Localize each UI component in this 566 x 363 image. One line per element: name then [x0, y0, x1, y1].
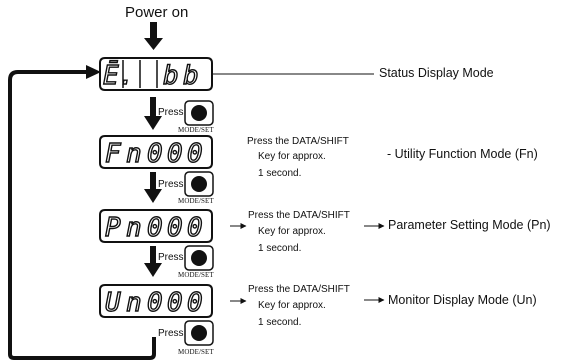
status-display-panel: [99, 57, 213, 91]
utility-display-panel: [99, 135, 213, 169]
press-label-1: Press: [158, 107, 184, 118]
mode-set-key-1[interactable]: [184, 100, 214, 126]
power-on-label: Power on: [125, 4, 189, 21]
utility-note-line-2: Key for approx.: [258, 151, 326, 162]
utility-digit-2: n: [126, 139, 142, 169]
mode-set-key-2[interactable]: [184, 171, 214, 197]
utility-digit-1: F: [105, 139, 122, 169]
mode-set-key-3[interactable]: [184, 245, 214, 271]
press-label-4: Press: [158, 328, 184, 339]
utility-note-line-1: Press the DATA/SHIFT: [247, 136, 349, 147]
mode-set-label-2: MODE/SET: [178, 197, 214, 205]
parameter-note-line-3: 1 second.: [258, 243, 302, 254]
parameter-digit-2: n: [126, 213, 142, 243]
utility-mode-label: - Utility Function Mode (Fn): [387, 147, 538, 161]
utility-note-line-3: 1 second.: [258, 168, 302, 179]
return-loop-line: [8, 70, 156, 360]
parameter-digit-1: P: [105, 213, 121, 243]
mode-set-label-3: MODE/SET: [178, 271, 214, 279]
mode-set-label-4: MODE/SET: [178, 348, 214, 356]
transition-arrow-3: [144, 246, 162, 277]
parameter-mode-label: Parameter Setting Mode (Pn): [388, 218, 551, 232]
transition-arrow-2: [144, 172, 162, 203]
monitor-digit-4: 0: [167, 288, 183, 318]
return-loop-arrowhead: [86, 65, 101, 79]
parameter-note-line-2: Key for approx.: [258, 226, 326, 237]
status-digit-3: b: [163, 61, 179, 91]
monitor-mode-label: Monitor Display Mode (Un): [388, 293, 537, 307]
status-mode-label: Status Display Mode: [379, 66, 494, 80]
monitor-digit-5: 0: [187, 288, 203, 318]
parameter-digit-4: 0: [167, 213, 183, 243]
monitor-note-line-2: Key for approx.: [258, 300, 326, 311]
utility-digit-5: 0: [187, 139, 203, 169]
monitor-digit-1: U: [105, 288, 121, 318]
monitor-display-panel: [99, 284, 213, 318]
parameter-digit-3: 0: [147, 213, 163, 243]
press-label-3: Press: [158, 252, 184, 263]
monitor-note-line-3: 1 second.: [258, 317, 302, 328]
parameter-digit-5: 0: [187, 213, 203, 243]
status-digit-4: b: [183, 61, 199, 91]
utility-digit-3: 0: [147, 139, 163, 169]
monitor-note-line-1: Press the DATA/SHIFT: [248, 284, 350, 295]
press-label-2: Press: [158, 179, 184, 190]
monitor-digit-3: 0: [147, 288, 163, 318]
mode-set-label-1: MODE/SET: [178, 126, 214, 134]
parameter-display-panel: [99, 209, 213, 243]
transition-arrow-1: [144, 97, 162, 130]
utility-digit-4: 0: [167, 139, 183, 169]
status-digit-1: Ē.: [103, 60, 134, 91]
parameter-note-line-1: Press the DATA/SHIFT: [248, 210, 350, 221]
mode-set-key-4[interactable]: [184, 320, 214, 346]
monitor-digit-2: n: [126, 288, 142, 318]
power-on-arrow: [144, 22, 163, 50]
